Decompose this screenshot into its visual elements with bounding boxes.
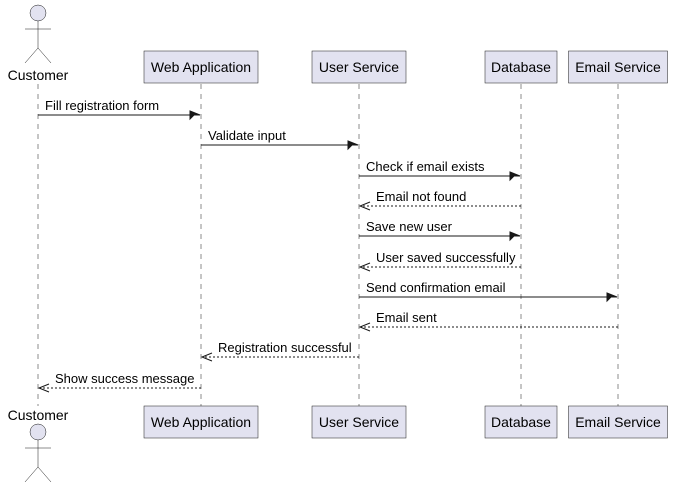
arrowhead-open-icon (358, 262, 371, 272)
arrowhead-solid-icon (509, 171, 521, 182)
lifelines (37, 84, 619, 406)
actor-left-leg (24, 47, 39, 64)
message-arrow: User saved successfully (358, 250, 521, 272)
arrowhead-open-icon (37, 383, 50, 393)
participant-label: Customer (8, 407, 69, 423)
message-arrow: Check if email exists (359, 159, 521, 182)
participant-box-top: Email Service (568, 50, 668, 84)
actor-top: Customer (8, 4, 69, 83)
participant-box-bottom: Web Application (143, 405, 259, 439)
participant-label: Email Service (575, 414, 661, 430)
message-arrow: Show success message (37, 371, 201, 393)
participant-box-rect (568, 405, 668, 439)
arrowhead-solid-icon (606, 292, 618, 303)
actor-head-icon (29, 4, 47, 22)
participant-label: Database (491, 59, 551, 75)
actor-left-leg (24, 466, 39, 483)
message-arrow: Send confirmation email (359, 280, 618, 303)
message-arrow: Fill registration form (38, 98, 201, 121)
participant-box-rect (484, 50, 558, 84)
message-label: Validate input (208, 128, 286, 143)
participant-label: Customer (8, 67, 69, 83)
participant-box-rect (568, 50, 668, 84)
message-arrow: Registration successful (200, 340, 359, 362)
actor-head-icon (29, 423, 47, 441)
message-label: Show success message (55, 371, 194, 386)
message-label: Registration successful (218, 340, 352, 355)
participant-heads-bottom: Customer Web Application User Service Datab… (8, 405, 668, 483)
participant-label: Database (491, 414, 551, 430)
participant-box-rect (143, 50, 259, 84)
participant-box-bottom: Database (484, 405, 558, 439)
message-arrow: Email sent (358, 310, 618, 332)
participant-label: Email Service (575, 59, 661, 75)
message-arrow: Validate input (201, 128, 359, 151)
message-label: Fill registration form (45, 98, 159, 113)
participant-box-rect (311, 405, 407, 439)
participant-box-bottom: User Service (311, 405, 407, 439)
arrowhead-solid-icon (189, 110, 201, 121)
actor-right-leg (37, 466, 52, 483)
arrowhead-open-icon (358, 322, 371, 332)
participant-box-top: User Service (311, 50, 407, 84)
message-label: Save new user (366, 219, 453, 234)
message-label: User saved successfully (376, 250, 516, 265)
participant-box-bottom: Email Service (568, 405, 668, 439)
actor-bottom: Customer (8, 407, 69, 483)
message-arrow: Email not found (358, 189, 521, 211)
arrowhead-open-icon (358, 201, 371, 211)
actor-right-leg (37, 47, 52, 64)
participant-label: User Service (319, 59, 399, 75)
participant-box-rect (484, 405, 558, 439)
participant-box-top: Database (484, 50, 558, 84)
message-arrow: Save new user (359, 219, 521, 242)
participant-label: Web Application (151, 59, 251, 75)
participant-label: User Service (319, 414, 399, 430)
arrowhead-solid-icon (509, 231, 521, 242)
arrowhead-solid-icon (347, 140, 359, 151)
message-label: Email not found (376, 189, 466, 204)
arrowhead-open-icon (200, 352, 213, 362)
participant-label: Web Application (151, 414, 251, 430)
participant-box-rect (143, 405, 259, 439)
participant-box-rect (311, 50, 407, 84)
message-label: Check if email exists (366, 159, 485, 174)
message-label: Email sent (376, 310, 437, 325)
participant-box-top: Web Application (143, 50, 259, 84)
participant-heads-top: Customer Web Application User Service Datab… (8, 4, 668, 84)
message-label: Send confirmation email (366, 280, 506, 295)
